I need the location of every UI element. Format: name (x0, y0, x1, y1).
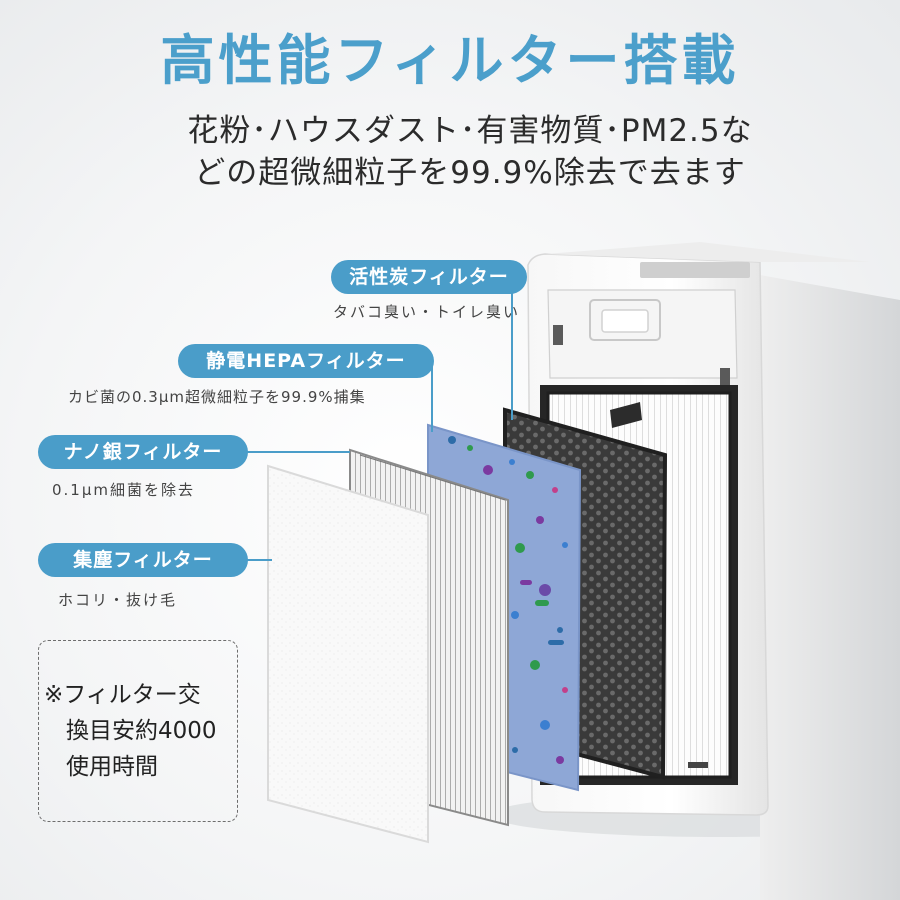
note-line-2: 換目安約4000 (66, 718, 217, 744)
filter-replacement-note (38, 640, 238, 822)
carbon-filter-caption: タバコ臭い・トイレ臭い (333, 303, 521, 321)
hepa-filter-label: 静電HEPAフィルター (178, 344, 434, 378)
carbon-filter-label: 活性炭フィルター (331, 260, 527, 294)
subtitle-line-2: どの超微細粒子を99.9%除去で去ます (194, 155, 746, 191)
leader-lines (245, 290, 513, 561)
note-line-3: 使用時間 (66, 754, 158, 780)
dust-filter-panel (267, 464, 429, 844)
note-line-1: ※フィルター交 (44, 682, 201, 708)
subtitle-line-1: 花粉･ハウスダスト･有害物質･PM2.5な (187, 113, 753, 149)
dust-filter-label: 集塵フィルター (38, 543, 248, 577)
page-title: 高性能フィルター搭載 (160, 29, 740, 92)
hepa-filter-caption: カビ菌の0.3μm超微細粒子を99.9%捕集 (68, 388, 366, 406)
nano-silver-filter-label: ナノ銀フィルター (38, 435, 248, 469)
dust-filter-caption: ホコリ・抜け毛 (58, 591, 178, 609)
nano-silver-filter-caption: 0.1μm細菌を除去 (52, 481, 196, 499)
page-subtitle: 花粉･ハウスダスト･有害物質･PM2.5な どの超微細粒子を99.9%除去で去ま… (0, 110, 900, 194)
